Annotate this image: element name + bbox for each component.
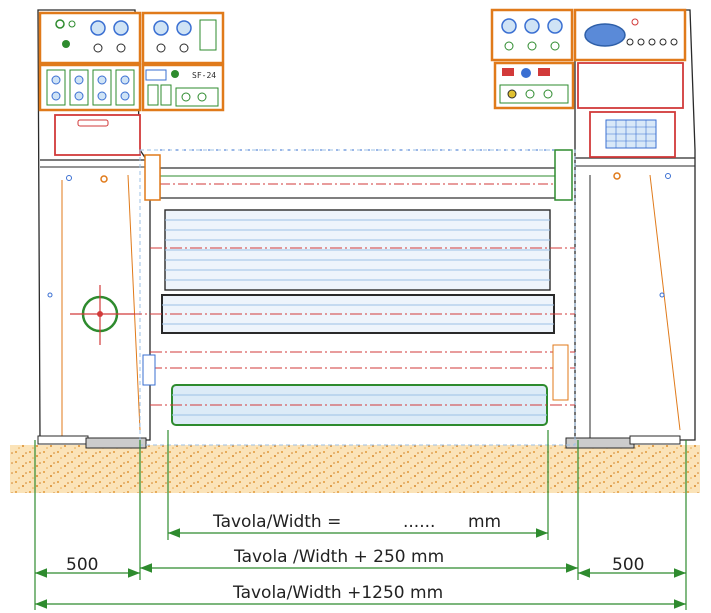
display-screen: [584, 23, 626, 47]
floor: [10, 445, 700, 493]
roll-assembly: [130, 149, 576, 446]
right-offset-label: 500: [612, 555, 644, 575]
width-value: ......: [403, 512, 435, 532]
width-plus-250-label: Tavola /Width + 250 mm: [233, 547, 444, 567]
keypad-grid: [606, 120, 656, 148]
width-unit: mm: [468, 512, 501, 532]
width-label: Tavola/Width =: [212, 512, 341, 532]
left-offset-label: 500: [66, 555, 98, 575]
panel-tag-sf24: SF-24: [192, 71, 216, 80]
left-control-panel: SF-24: [38, 11, 225, 156]
dimension-lines: [34, 430, 687, 610]
right-control-panel: [490, 8, 687, 158]
width-plus-1250-label: Tavola/Width +1250 mm: [232, 583, 443, 603]
